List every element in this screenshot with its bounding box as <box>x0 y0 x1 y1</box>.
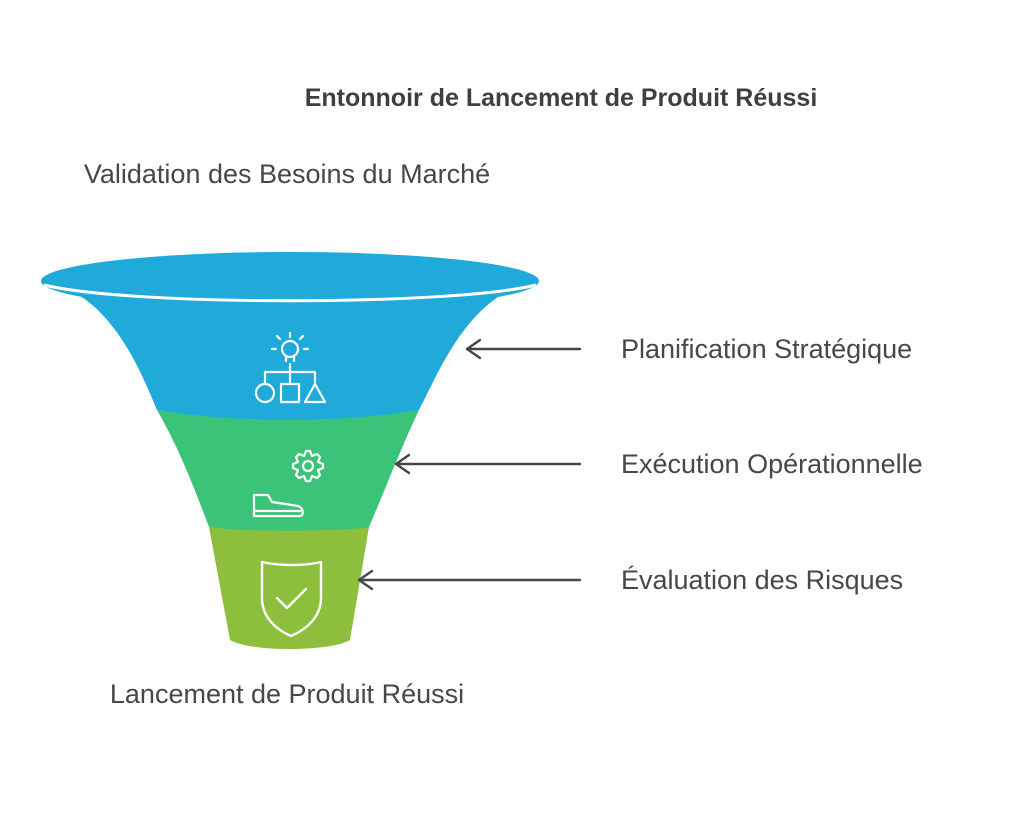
diagram-title: Entonnoir de Lancement de Produit Réussi <box>304 84 818 112</box>
funnel-top-label: Validation des Besoins du Marché <box>83 159 491 189</box>
funnel-stage-2 <box>157 410 419 531</box>
stage-2-label: Exécution Opérationnelle <box>621 449 923 479</box>
funnel-stage-1 <box>42 281 538 420</box>
funnel-rim-inner-edge <box>43 283 537 303</box>
funnel-rim <box>41 252 539 310</box>
shield-check-icon <box>260 560 323 638</box>
arrow-stage-2 <box>394 453 582 475</box>
gear-shoe-icon <box>252 449 325 518</box>
arrow-stage-1 <box>465 338 582 360</box>
funnel-stage-3 <box>209 523 369 649</box>
strategy-icon <box>254 331 327 404</box>
stage-3-label: Évaluation des Risques <box>621 565 904 595</box>
arrow-stage-3 <box>357 569 582 591</box>
funnel-bottom-label: Lancement de Produit Réussi <box>109 679 465 709</box>
stage-1-label: Planification Stratégique <box>621 334 913 364</box>
